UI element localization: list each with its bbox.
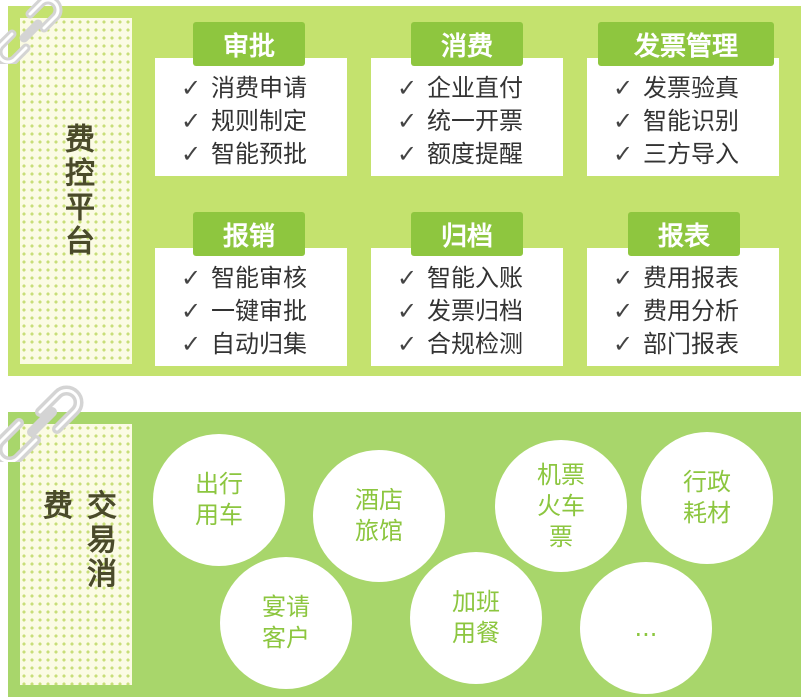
card-item: ✓智能入账: [397, 262, 523, 295]
circle-more: ...: [580, 562, 712, 694]
circle-air-rail-ticket: 机票 火车 票: [495, 440, 627, 572]
card-item: ✓智能预批: [181, 138, 307, 171]
circle-client-dining: 宴请 客户: [220, 557, 352, 689]
check-icon: ✓: [181, 140, 202, 168]
check-icon: ✓: [397, 264, 418, 292]
circle-travel-car: 出行 用车: [153, 434, 285, 566]
check-icon: ✓: [397, 107, 418, 135]
check-icon: ✓: [181, 264, 202, 292]
tab-archive: 归档: [411, 212, 523, 256]
check-icon: ✓: [613, 74, 634, 102]
check-icon: ✓: [613, 330, 634, 358]
check-icon: ✓: [181, 74, 202, 102]
check-icon: ✓: [397, 330, 418, 358]
check-icon: ✓: [181, 107, 202, 135]
fee-control-panel: 费控平台 ✓消费申请 ✓规则制定 ✓智能预批 审批 ✓企业直付 ✓统一开票 ✓额…: [8, 6, 801, 376]
transaction-side-label: 交易消费: [20, 424, 132, 685]
check-icon: ✓: [397, 297, 418, 325]
card-reports: ✓费用报表 ✓费用分析 ✓部门报表: [587, 248, 779, 366]
card-item: ✓发票归档: [397, 295, 523, 328]
tab-reports: 报表: [628, 212, 740, 256]
card-item: ✓智能识别: [613, 105, 739, 138]
card-item: ✓智能审核: [181, 262, 307, 295]
check-icon: ✓: [613, 264, 634, 292]
check-icon: ✓: [397, 74, 418, 102]
chain-link-icon: [0, 385, 84, 462]
tab-approval: 审批: [193, 22, 305, 66]
card-item: ✓自动归集: [181, 328, 307, 361]
card-item: ✓三方导入: [613, 138, 739, 171]
check-icon: ✓: [181, 297, 202, 325]
check-icon: ✓: [613, 107, 634, 135]
circle-overtime-meal: 加班 用餐: [410, 552, 542, 684]
card-approval: ✓消费申请 ✓规则制定 ✓智能预批: [155, 58, 347, 176]
card-item: ✓合规检测: [397, 328, 523, 361]
card-item: ✓一键审批: [181, 295, 307, 328]
tab-invoice-management: 发票管理: [598, 22, 774, 66]
card-consumption: ✓企业直付 ✓统一开票 ✓额度提醒: [371, 58, 563, 176]
fee-control-side-label: 费控平台: [20, 18, 132, 364]
check-icon: ✓: [613, 297, 634, 325]
check-icon: ✓: [613, 140, 634, 168]
card-item: ✓规则制定: [181, 105, 307, 138]
card-item: ✓费用分析: [613, 295, 739, 328]
transaction-consumption-panel: 交易消费 出行 用车 酒店 旅馆 机票 火车 票 行政 耗材 宴请 客户 加班 …: [8, 412, 801, 697]
transaction-title: 交易消费: [37, 489, 116, 592]
check-icon: ✓: [181, 330, 202, 358]
chain-link-icon: [0, 0, 63, 64]
card-item: ✓企业直付: [397, 72, 523, 105]
card-reimbursement: ✓智能审核 ✓一键审批 ✓自动归集: [155, 248, 347, 366]
card-item: ✓发票验真: [613, 72, 739, 105]
card-item: ✓部门报表: [613, 328, 739, 361]
fee-control-title: 费控平台: [59, 123, 94, 259]
card-item: ✓费用报表: [613, 262, 739, 295]
tab-reimbursement: 报销: [193, 212, 305, 256]
circle-hotel: 酒店 旅馆: [313, 450, 445, 582]
check-icon: ✓: [397, 140, 418, 168]
card-item: ✓额度提醒: [397, 138, 523, 171]
card-archive: ✓智能入账 ✓发票归档 ✓合规检测: [371, 248, 563, 366]
card-item: ✓消费申请: [181, 72, 307, 105]
tab-consumption: 消费: [411, 22, 523, 66]
card-item: ✓统一开票: [397, 105, 523, 138]
circle-office-supplies: 行政 耗材: [641, 432, 773, 564]
card-invoice-management: ✓发票验真 ✓智能识别 ✓三方导入: [587, 58, 779, 176]
